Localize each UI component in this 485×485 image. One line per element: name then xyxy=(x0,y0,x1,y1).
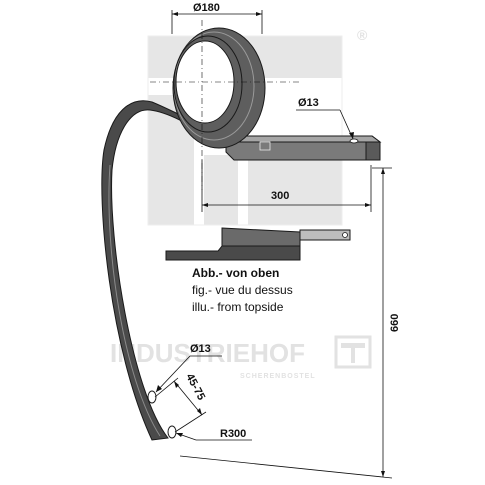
dim-bolt-hole-tip xyxy=(155,355,222,393)
arrow-head xyxy=(381,168,385,174)
top-view-hole xyxy=(342,232,348,238)
top-view-part xyxy=(165,227,351,261)
coil-turn xyxy=(173,35,243,133)
arrow-head xyxy=(174,381,179,388)
top-view-bar xyxy=(165,245,301,261)
tip-hole-lower xyxy=(167,425,177,439)
mount-bar xyxy=(224,135,382,161)
bolt-hole-top-label: Ø13 xyxy=(298,97,319,109)
watermark-block xyxy=(248,155,342,225)
watermark-brand: INDUSTRIEHOF SCHERENBOSTEL xyxy=(110,335,372,380)
watermark-brand-text: INDUSTRIEHOF xyxy=(110,338,305,368)
extension-line xyxy=(179,455,393,479)
arrow-head xyxy=(156,385,162,392)
tip-hole-upper xyxy=(147,390,157,404)
watermark-icon xyxy=(334,335,372,369)
dim-bolt-hole-top xyxy=(296,109,354,140)
mount-stamp xyxy=(259,141,271,151)
top-view-tube xyxy=(299,229,351,241)
caption-french: fig.- vue du dessus xyxy=(192,283,293,297)
coil-spring xyxy=(172,27,266,149)
mount-length-label: 300 xyxy=(271,190,289,202)
arrow-head xyxy=(197,408,202,415)
dim-total-height xyxy=(179,167,393,479)
arrow-head xyxy=(365,203,371,207)
mount-bar-end xyxy=(365,141,381,161)
extension-line xyxy=(174,411,207,433)
center-lines xyxy=(150,20,300,190)
dimension-line xyxy=(173,380,203,416)
top-view-block xyxy=(221,227,301,247)
arrow-head xyxy=(176,433,183,437)
bolt-hole-tip-label: Ø13 xyxy=(190,343,211,355)
watermark-frame xyxy=(147,35,343,226)
watermark-logo: ® xyxy=(147,27,368,226)
caption-heading: Abb.- von oben xyxy=(192,266,279,280)
dim-coil-diameter xyxy=(171,10,263,34)
dim-tip-radius xyxy=(175,432,252,441)
watermark-icon-glyph xyxy=(341,343,365,363)
coil-diameter-label: Ø180 xyxy=(193,2,220,14)
leader-line xyxy=(155,355,191,393)
watermark-block xyxy=(204,155,238,225)
arrow-head xyxy=(381,471,385,477)
watermark-sub-text: SCHERENBOSTEL xyxy=(240,373,316,380)
arrow-head xyxy=(349,132,354,139)
tip-radius-label: R300 xyxy=(220,428,246,440)
registered-mark: ® xyxy=(357,27,368,43)
arrow-head xyxy=(256,12,262,16)
hole-spacing-label: 45-75 xyxy=(183,372,207,402)
dim-hole-spacing xyxy=(154,377,207,433)
arrow-head xyxy=(202,203,208,207)
tine-highlight xyxy=(108,164,161,437)
dim-mount-length xyxy=(201,160,372,212)
mount-hole xyxy=(349,138,359,144)
arrow-head xyxy=(172,12,178,16)
caption: Abb.- von oben fig.- vue du dessus illu.… xyxy=(192,266,293,314)
caption-english: illu.- from topside xyxy=(192,300,284,314)
total-height-label: 660 xyxy=(389,314,401,332)
